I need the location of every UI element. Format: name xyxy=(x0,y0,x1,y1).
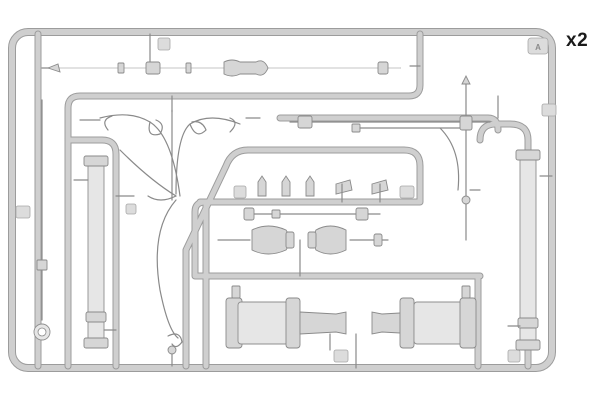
sprue-tabs: A xyxy=(15,37,557,363)
right-column-part xyxy=(507,149,541,351)
sprue-tag: A xyxy=(527,37,549,55)
sprue-tag-letter: A xyxy=(535,43,541,52)
top-rod-part xyxy=(46,59,401,77)
left-column-part xyxy=(73,155,117,349)
sprue-frame xyxy=(8,28,556,372)
bottom-gate-part xyxy=(167,345,177,367)
small-fittings-part xyxy=(243,175,389,221)
lantern-heads-part xyxy=(217,225,389,277)
quantity-label: x2 xyxy=(566,30,589,51)
cross-arm-part xyxy=(289,74,491,241)
ornamental-bracket-part xyxy=(99,109,241,348)
lantern-bodies-part xyxy=(225,285,477,369)
left-thin-rod-part xyxy=(33,99,51,341)
